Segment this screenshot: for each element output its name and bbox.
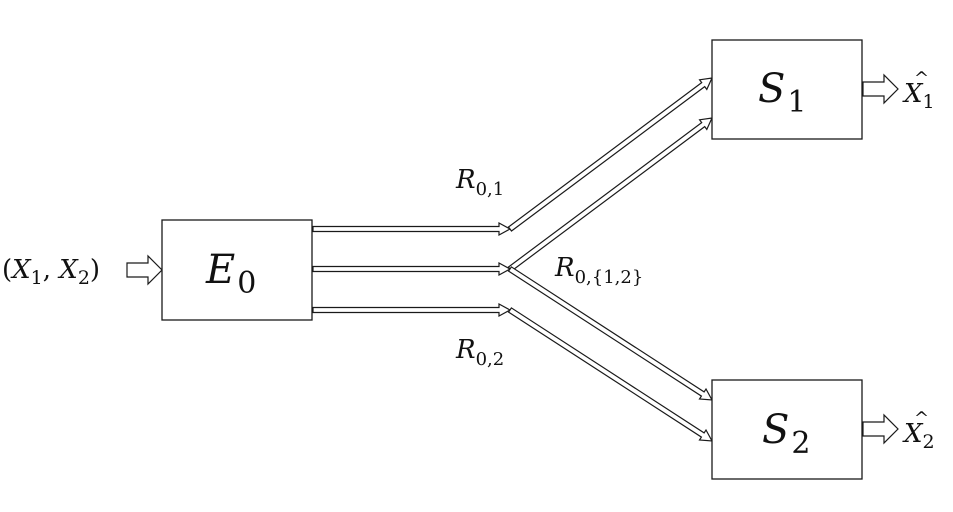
arrow-common-to-s1 [507, 117, 714, 272]
svg-text:X1: X1 [902, 79, 935, 113]
output-1-arrow [862, 73, 899, 105]
encoder-label: E0 [205, 247, 256, 301]
rate-common-label: R0,{1,2} [554, 253, 643, 288]
decoder-2-box [711, 379, 863, 480]
svg-text:^: ^ [914, 408, 929, 429]
input-arrow [126, 254, 163, 286]
encoder-box [161, 219, 313, 321]
arrow-r01-to-s1 [507, 77, 714, 232]
arrow-enc-to-r02 [312, 302, 512, 318]
arrow-enc-to-r01 [312, 221, 512, 237]
arrow-common-to-s2 [507, 266, 714, 401]
arrow-layer [126, 73, 899, 445]
rate-private-2-label: R0,2 [455, 335, 504, 370]
arrow-enc-to-common [312, 261, 512, 277]
decoder-2-label: S2 [762, 407, 811, 461]
decoder-1-box [711, 39, 863, 140]
output-1-label: ^ X1 [902, 68, 935, 113]
rate-private-1-label: R0,1 [455, 165, 504, 200]
decoder-1-label: S1 [758, 66, 807, 120]
svg-text:X2: X2 [902, 419, 935, 453]
arrow-r02-to-s2 [507, 307, 714, 442]
svg-text:^: ^ [914, 68, 929, 89]
input-label: (X1, X2) [2, 255, 100, 289]
output-2-arrow [862, 413, 899, 445]
output-2-label: ^ X2 [902, 408, 935, 453]
